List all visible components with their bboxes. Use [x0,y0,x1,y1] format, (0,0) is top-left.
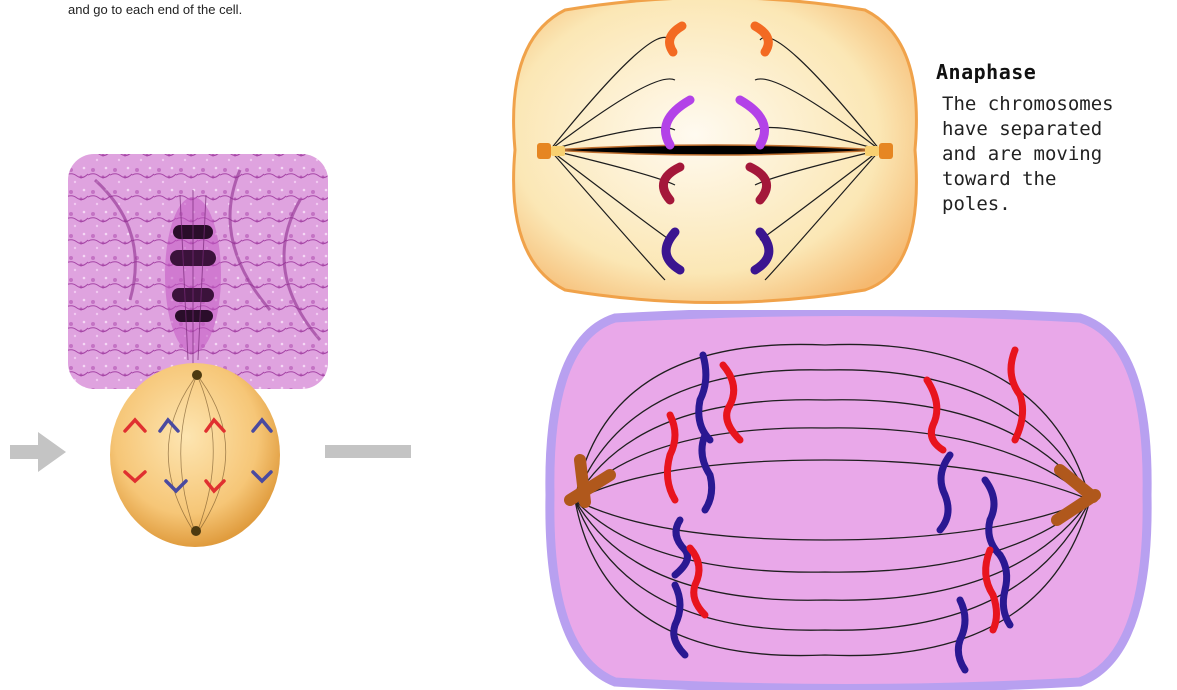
phase-description: The chromosomes have separated and are m… [942,92,1177,217]
micrograph-panel [0,120,420,680]
description-line-5: poles. [942,192,1177,217]
small-cell-top-pole [192,370,202,380]
small-cell-bottom-pole [191,526,201,536]
connector-line [325,445,411,458]
phase-title: Anaphase [936,60,1036,84]
right-arrow-icon [10,432,66,472]
small-cell-diagram [110,363,280,547]
description-line-3: and are moving [942,142,1177,167]
intro-caption: and go to each end of the cell. [68,2,242,17]
large-cell-diagram [545,310,1155,690]
description-line-2: have separated [942,117,1177,142]
description-line-4: toward the [942,167,1177,192]
anaphase-illustration [505,0,925,305]
description-line-1: The chromosomes [942,92,1177,117]
